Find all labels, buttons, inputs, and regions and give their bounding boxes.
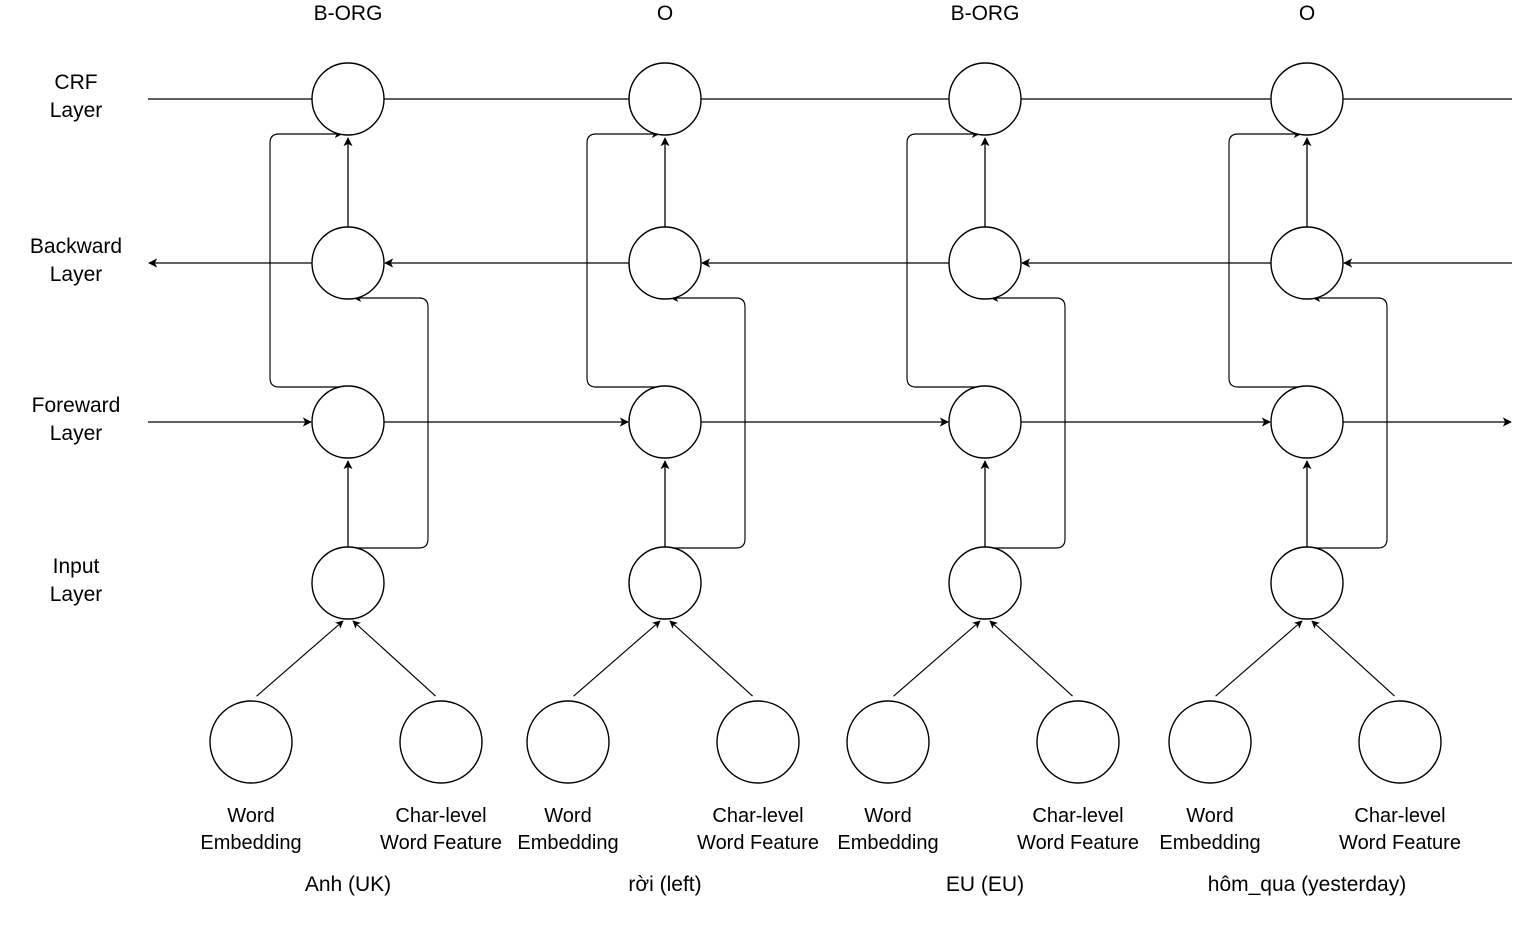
edge-input-to-backward-routed (1307, 293, 1388, 549)
embedding-label-char-level-feature-col0-line2: Word Feature (380, 832, 502, 854)
node-forward-col1[interactable] (628, 385, 702, 459)
embedding-label-char-level-feature-col1-line2: Word Feature (697, 832, 819, 854)
layer-label-crf: CRF (54, 71, 97, 94)
layer-label-input-line2: Layer (50, 583, 103, 606)
node-char-level-feature-col1[interactable] (716, 700, 800, 784)
edge-char-level-feature-to-input (989, 620, 1073, 697)
node-backward-col3[interactable] (1270, 226, 1344, 300)
node-char-level-feature-col3[interactable] (1358, 700, 1442, 784)
edge-forward-to-crf-routed (269, 129, 348, 388)
tag-label-col3: O (1299, 2, 1315, 25)
layer-label-input: Input (53, 555, 100, 578)
layer-label-forward: Foreward (32, 394, 121, 417)
embedding-label-word-embedding-col2-line2: Embedding (837, 832, 938, 854)
node-crf-col2[interactable] (948, 62, 1022, 136)
node-input-col3[interactable] (1270, 546, 1344, 620)
embedding-label-word-embedding-col0: Word (227, 805, 274, 827)
word-label-col1: rời (left) (628, 873, 701, 896)
node-crf-col3[interactable] (1270, 62, 1344, 136)
embedding-label-word-embedding-col1-line2: Embedding (517, 832, 618, 854)
tag-label-col2: B-ORG (951, 2, 1020, 25)
edge-input-to-backward-routed (665, 293, 746, 549)
node-word-embedding-col0[interactable] (209, 700, 293, 784)
node-char-level-feature-col0[interactable] (399, 700, 483, 784)
embedding-label-char-level-feature-col0: Char-level (395, 805, 486, 827)
embedding-label-char-level-feature-col1: Char-level (712, 805, 803, 827)
edge-forward-to-crf-routed (1228, 129, 1307, 388)
layer-label-forward-line2: Layer (50, 422, 103, 445)
layer-label-backward: Backward (30, 235, 122, 258)
embedding-label-word-embedding-col3-line2: Embedding (1159, 832, 1260, 854)
node-input-col0[interactable] (311, 546, 385, 620)
edge-forward-to-crf-routed (906, 129, 985, 388)
edge-word-embedding-to-input (1215, 620, 1303, 697)
tag-label-col1: O (657, 2, 673, 25)
embedding-label-word-embedding-col1: Word (544, 805, 591, 827)
embedding-label-word-embedding-col2: Word (864, 805, 911, 827)
embedding-label-char-level-feature-col2: Char-level (1032, 805, 1123, 827)
node-input-col1[interactable] (628, 546, 702, 620)
node-forward-col2[interactable] (948, 385, 1022, 459)
word-label-col0: Anh (UK) (305, 873, 391, 896)
edge-char-level-feature-to-input (669, 620, 753, 697)
edge-word-embedding-to-input (573, 620, 661, 697)
embedding-label-char-level-feature-col3-line2: Word Feature (1339, 832, 1461, 854)
edge-word-embedding-to-input (256, 620, 344, 697)
node-crf-col0[interactable] (311, 62, 385, 136)
node-char-level-feature-col2[interactable] (1036, 700, 1120, 784)
embedding-label-word-embedding-col3: Word (1186, 805, 1233, 827)
word-label-col2: EU (EU) (946, 873, 1024, 896)
edge-input-to-backward-routed (985, 293, 1066, 549)
node-word-embedding-col1[interactable] (526, 700, 610, 784)
edge-char-level-feature-to-input (1311, 620, 1395, 697)
node-crf-col1[interactable] (628, 62, 702, 136)
embedding-label-word-embedding-col0-line2: Embedding (200, 832, 301, 854)
node-forward-col3[interactable] (1270, 385, 1344, 459)
edge-char-level-feature-to-input (352, 620, 436, 697)
node-backward-col0[interactable] (311, 226, 385, 300)
node-forward-col0[interactable] (311, 385, 385, 459)
embedding-label-char-level-feature-col2-line2: Word Feature (1017, 832, 1139, 854)
node-word-embedding-col2[interactable] (846, 700, 930, 784)
layer-label-backward-line2: Layer (50, 263, 103, 286)
node-backward-col2[interactable] (948, 226, 1022, 300)
edge-forward-to-crf-routed (586, 129, 665, 388)
node-input-col2[interactable] (948, 546, 1022, 620)
node-backward-col1[interactable] (628, 226, 702, 300)
embedding-label-char-level-feature-col3: Char-level (1354, 805, 1445, 827)
layer-label-crf-line2: Layer (50, 99, 103, 122)
node-word-embedding-col3[interactable] (1168, 700, 1252, 784)
tag-label-col0: B-ORG (314, 2, 383, 25)
edge-input-to-backward-routed (348, 293, 429, 549)
word-label-col3: hôm_qua (yesterday) (1208, 873, 1406, 896)
edge-word-embedding-to-input (893, 620, 981, 697)
